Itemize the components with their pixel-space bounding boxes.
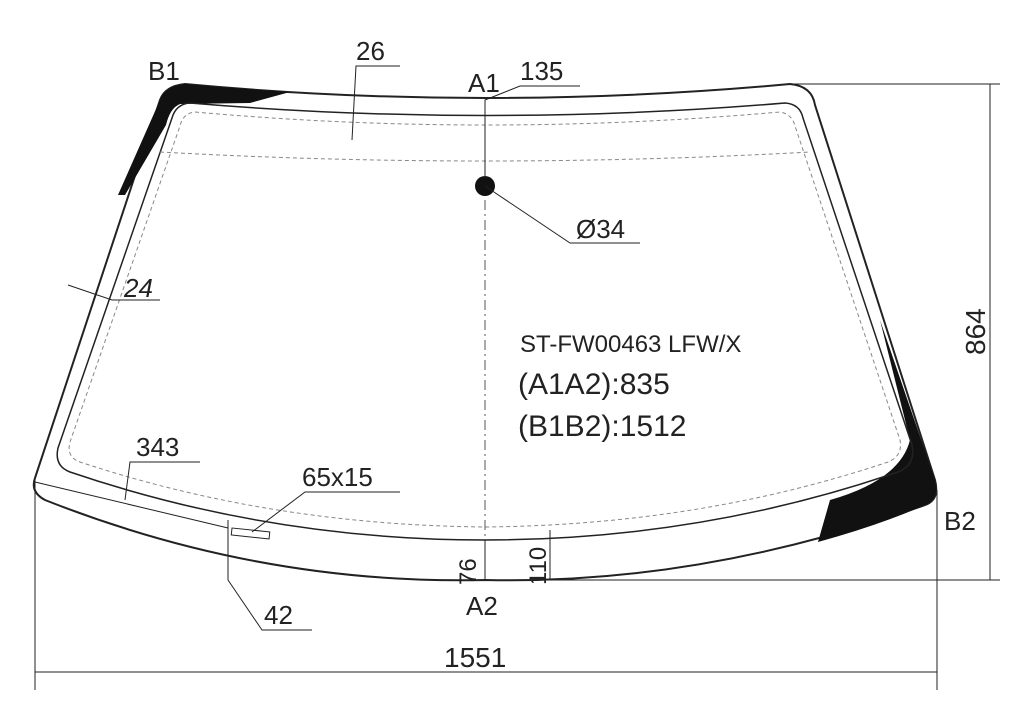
label-offset-text: 42 bbox=[264, 600, 293, 630]
bottom-inner-label: 76 bbox=[455, 558, 482, 585]
point-b2: B2 bbox=[944, 506, 976, 536]
label-pos-tail bbox=[124, 461, 200, 501]
glass-inner-line bbox=[56, 102, 914, 541]
dotted-border bbox=[68, 111, 901, 528]
point-a2: A2 bbox=[466, 591, 498, 621]
label-size-leader bbox=[251, 491, 400, 533]
label-pos-leader bbox=[34, 481, 229, 529]
hole-leader bbox=[484, 185, 640, 244]
side-band-label: 24 bbox=[123, 273, 153, 303]
point-a1: A1 bbox=[468, 68, 500, 98]
hole-diameter-label: Ø34 bbox=[576, 214, 625, 244]
b1b2-spec: (B1B2):1512 bbox=[518, 410, 686, 443]
width-label: 1551 bbox=[444, 642, 506, 673]
black-band-top-left bbox=[118, 84, 290, 195]
black-band-right bbox=[818, 320, 937, 542]
label-zone bbox=[230, 527, 271, 540]
side-band-leader bbox=[67, 284, 160, 301]
a1a2-spec: (A1A2):835 bbox=[518, 368, 670, 401]
label-size-text: 65x15 bbox=[302, 462, 373, 492]
a1-leader bbox=[484, 85, 580, 178]
point-b1: B1 bbox=[148, 56, 180, 86]
a1-offset-label: 135 bbox=[520, 56, 563, 86]
height-label: 864 bbox=[960, 308, 991, 355]
top-band-leader bbox=[351, 65, 400, 141]
bottom-outer-label: 110 bbox=[525, 547, 552, 585]
glass-outline bbox=[32, 82, 938, 582]
part-code: ST-FW00463 LFW/X bbox=[520, 331, 741, 358]
label-pos-text: 343 bbox=[136, 432, 179, 462]
label-offset-leader bbox=[227, 520, 312, 631]
top-band-label: 26 bbox=[356, 36, 385, 66]
